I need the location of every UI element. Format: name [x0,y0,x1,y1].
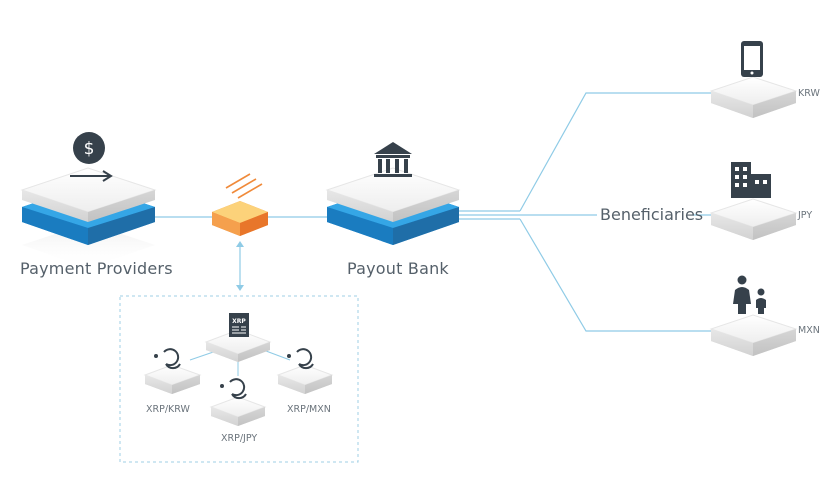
jpy-platform[interactable] [709,198,798,240]
bank-building-icon [374,142,412,177]
refresh-dot-icon [154,354,158,358]
payment-providers-label: Payment Providers [20,259,173,278]
exchange-platform-mxn[interactable] [276,364,334,394]
pair-label-krw: XRP/KRW [146,404,190,415]
line-to-mxn [519,218,711,332]
office-buildings-icon [731,162,771,198]
krw-platform[interactable] [709,76,798,118]
arrow-up-head [236,241,244,247]
connection-lines [155,92,711,332]
line-to-krw [519,92,711,212]
payout-bank-platform[interactable] [325,167,461,245]
currency-label-jpy: JPY [798,210,813,221]
family-icon [733,275,766,314]
exchange-platform-krw[interactable] [143,364,202,394]
dollar-circle-arrow-icon: $ [70,132,113,182]
refresh-dot-icon [220,384,224,388]
refresh-cycle-icon [229,378,247,400]
refresh-cycle-icon [296,348,314,370]
xrp-document-icon [229,313,249,337]
refresh-dot-icon [287,354,291,358]
xrp-logo-text: XRP [232,318,246,325]
mobile-phone-icon [741,41,763,77]
ripple-connector[interactable] [212,201,268,236]
pair-label-mxn: XRP/MXN [287,404,331,415]
ripple-stripes-icon [225,173,263,199]
svg-text:$: $ [84,139,95,159]
currency-label-mxn: MXN [798,325,820,336]
payment-providers-platform[interactable] [20,167,157,268]
refresh-cycle-icon [163,348,181,370]
mxn-platform[interactable] [709,314,798,356]
xrp-ledger-platform[interactable] [204,329,272,362]
payout-bank-label: Payout Bank [347,259,449,278]
arrow-down-head [236,285,244,291]
pair-label-jpy: XRP/JPY [221,433,258,444]
beneficiaries-label: Beneficiaries [600,205,704,224]
exchange-platform-jpy[interactable] [209,396,267,426]
exchange-zone [119,295,359,463]
currency-label-krw: KRW [798,88,820,99]
